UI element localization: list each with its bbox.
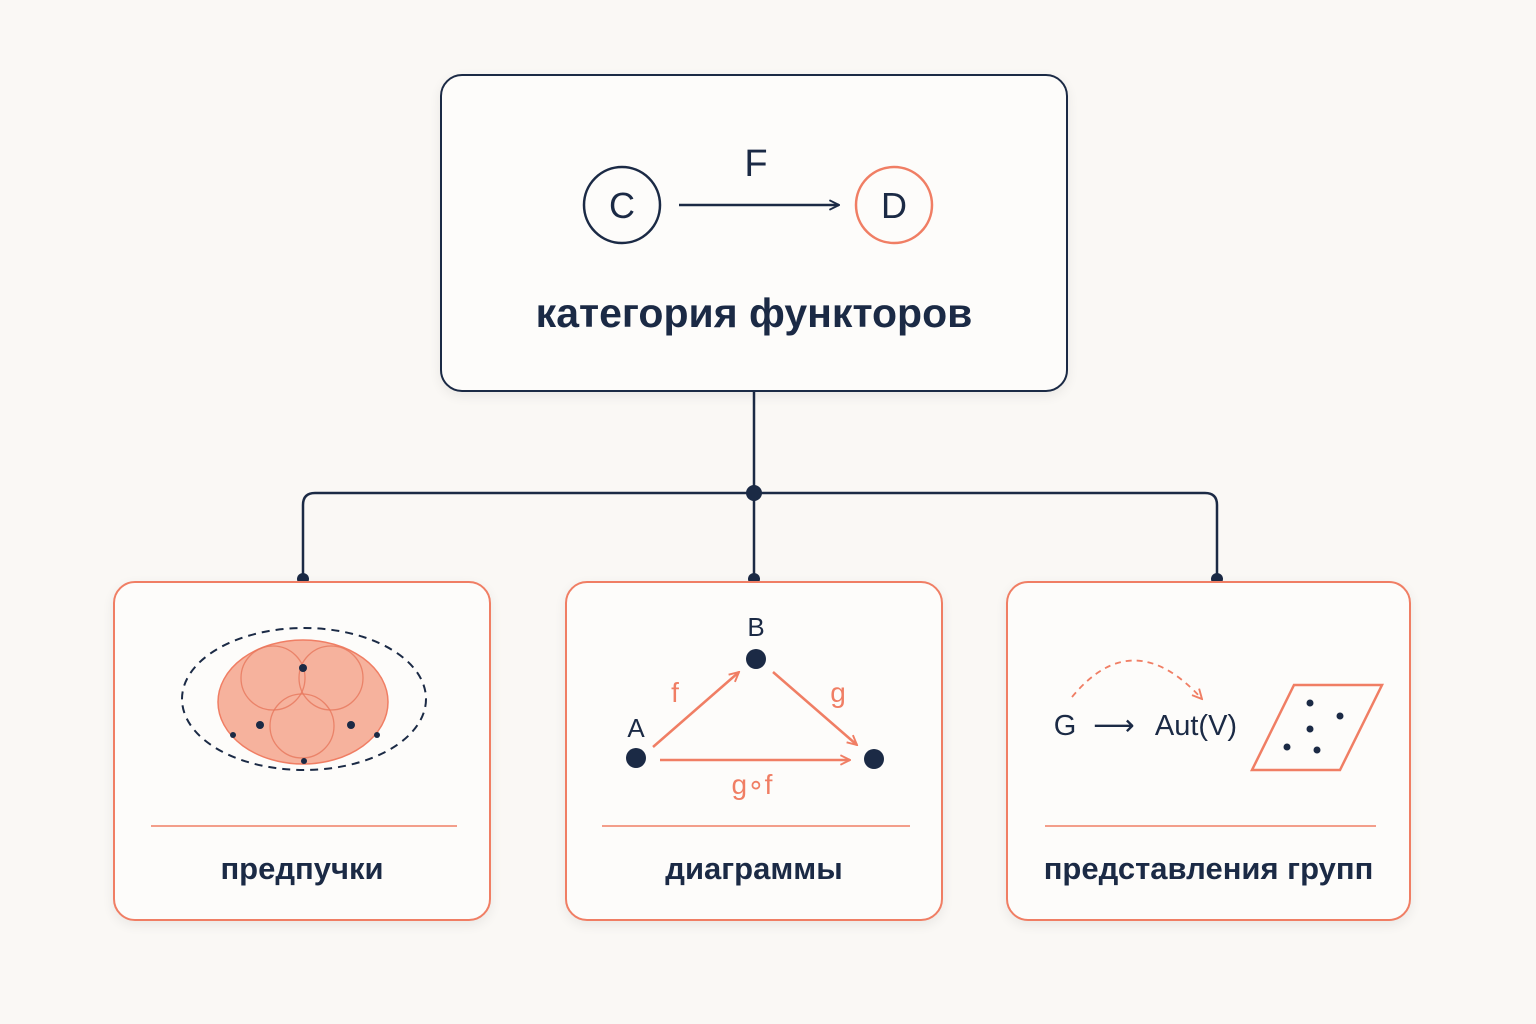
functor-category-title: категория функторов bbox=[535, 290, 973, 336]
vector-space-parallelogram bbox=[1249, 683, 1385, 772]
node-c-dot bbox=[864, 749, 884, 769]
group-representations-title: представления групп bbox=[1043, 851, 1374, 886]
arrow-composite-label: g∘f bbox=[732, 769, 773, 800]
presheaves-illustration bbox=[151, 627, 457, 827]
vector-dot bbox=[1283, 743, 1291, 751]
vector-dot bbox=[1336, 712, 1344, 720]
node-b-label: B bbox=[747, 612, 764, 642]
diagrams-card[interactable]: B A f g g∘f диаграммы bbox=[565, 581, 943, 921]
node-a-dot bbox=[626, 748, 646, 768]
action-arc bbox=[1071, 659, 1202, 699]
connector-branch bbox=[301, 491, 1219, 579]
cover-circle-1 bbox=[240, 645, 306, 711]
category-c-label: C bbox=[609, 185, 635, 226]
cover-circle-3 bbox=[269, 693, 335, 759]
point-dot bbox=[230, 732, 236, 738]
category-d-circle bbox=[854, 165, 934, 245]
outer-dashed-ellipse bbox=[181, 627, 427, 771]
point-dot bbox=[301, 758, 307, 764]
arrow-g-label: g bbox=[830, 677, 846, 708]
node-b-dot bbox=[746, 649, 766, 669]
arrow-f-label: f bbox=[671, 677, 679, 708]
arrow-f bbox=[652, 672, 739, 748]
point-dot bbox=[256, 721, 264, 729]
aut-label: Aut(V) bbox=[1155, 710, 1237, 742]
arrow-g bbox=[772, 671, 857, 745]
category-d-label: D bbox=[881, 185, 907, 226]
vector-dot bbox=[1306, 725, 1314, 733]
cover-circle-2 bbox=[298, 645, 364, 711]
point-dot bbox=[347, 721, 355, 729]
diagrams-illustration: B A f g g∘f bbox=[602, 612, 910, 827]
point-dot bbox=[299, 664, 307, 672]
category-c-circle bbox=[582, 165, 662, 245]
vector-dot bbox=[1306, 699, 1314, 707]
presheaves-title: предпучки bbox=[220, 851, 384, 886]
functor-diagram: C F D bbox=[582, 143, 934, 245]
open-set-ellipse bbox=[217, 639, 389, 765]
group-representations-illustration: G ⟶ Aut(V) bbox=[1045, 659, 1385, 827]
presheaves-card[interactable]: предпучки bbox=[113, 581, 491, 921]
diagrams-title: диаграммы bbox=[665, 851, 843, 886]
group-representations-card[interactable]: G ⟶ Aut(V) представления групп bbox=[1006, 581, 1411, 921]
junction-dot bbox=[746, 485, 762, 501]
functor-category-node[interactable]: C F D категория функторов bbox=[440, 74, 1068, 392]
node-a-label: A bbox=[627, 713, 645, 743]
group-label: G bbox=[1054, 710, 1077, 742]
representation-arrow: ⟶ bbox=[1093, 710, 1135, 742]
vector-dot bbox=[1313, 746, 1321, 754]
point-dot bbox=[374, 732, 380, 738]
functor-label: F bbox=[744, 143, 767, 185]
